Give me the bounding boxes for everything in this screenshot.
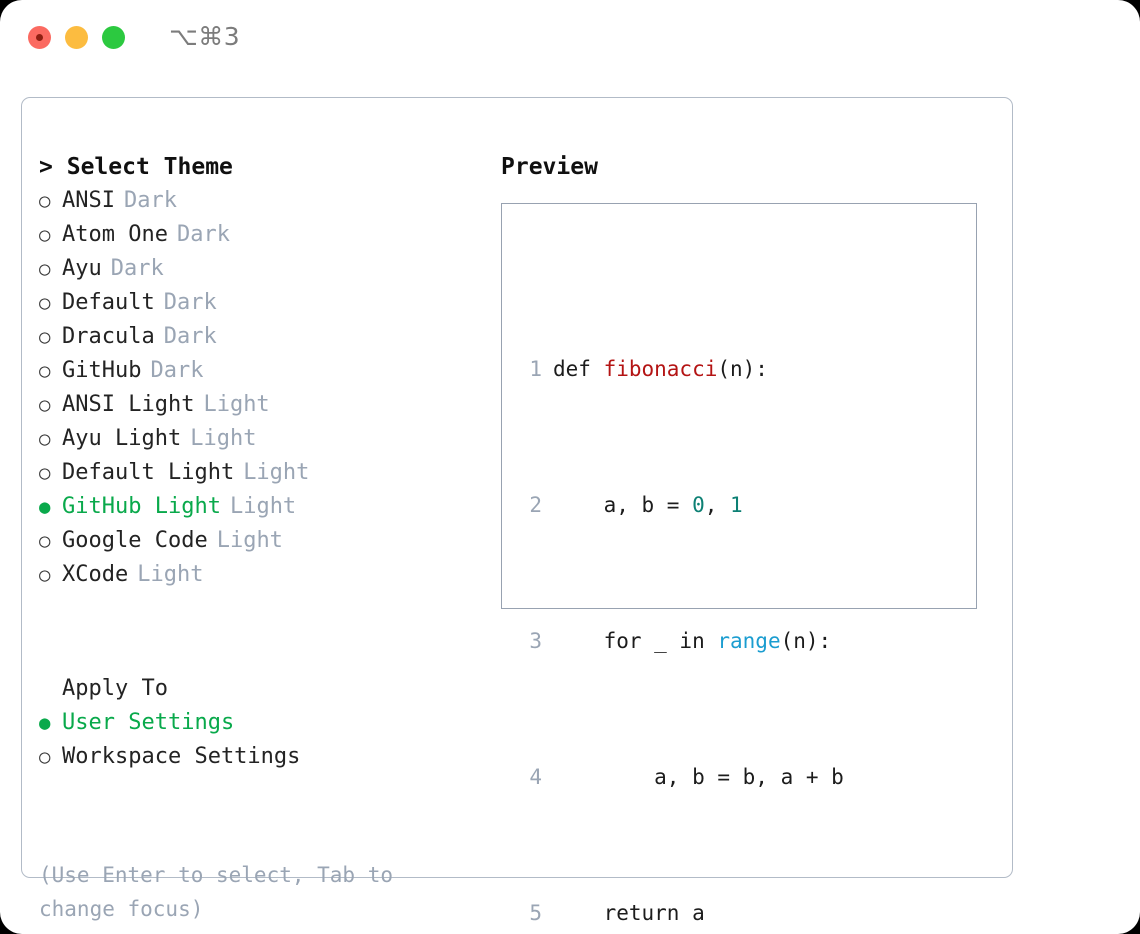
code-line: 1 def fibonacci(n): (516, 352, 976, 386)
theme-option-badge: Dark (163, 290, 217, 315)
line-number: 3 (529, 629, 542, 653)
theme-option-label: Ayu (62, 256, 102, 281)
theme-option-badge: Light (229, 494, 297, 519)
theme-option-label: Default Light (62, 460, 235, 485)
apply-to-option-label: Workspace Settings (62, 744, 301, 769)
theme-option-label: Atom One (62, 222, 168, 247)
window-shortcut-label: ⌥⌘3 (169, 22, 241, 51)
theme-option-dracula[interactable]: ○ Dracula Dark (39, 320, 489, 354)
theme-option-label: XCode (62, 562, 129, 587)
theme-option-badge: Dark (176, 222, 230, 247)
theme-option-label: ANSI (62, 188, 115, 213)
code-token: a, b = b, a + b (553, 765, 844, 789)
radio-selected-icon[interactable]: ● (39, 712, 51, 734)
radio-selected-icon[interactable]: ● (39, 496, 51, 518)
theme-option-github-light[interactable]: ● GitHub Light Light (39, 490, 489, 524)
theme-option-badge: Light (203, 392, 270, 417)
theme-option-ayu-light[interactable]: ○ Ayu Light Light (39, 422, 489, 456)
theme-option-label: GitHub Light (62, 494, 221, 519)
theme-option-atom-one[interactable]: ○ Atom One Dark (39, 218, 489, 252)
code-token: (n): (717, 357, 768, 381)
theme-option-badge: Dark (110, 256, 164, 281)
title-bar: ⌥⌘3 (0, 0, 1140, 76)
code-token-call: range (717, 629, 781, 653)
apply-to-title: Apply To (39, 672, 489, 706)
keyboard-help-text: (Use Enter to select, Tab to change focu… (39, 863, 394, 921)
radio-icon[interactable]: ○ (39, 564, 51, 586)
line-number: 5 (529, 901, 542, 925)
code-line: 5 return a (516, 896, 976, 930)
minimize-window-button[interactable] (65, 26, 88, 49)
theme-option-badge: Light (243, 460, 310, 485)
theme-option-default-light[interactable]: ○ Default Light Light (39, 456, 489, 490)
theme-option-label: Google Code (62, 528, 208, 553)
radio-icon[interactable]: ○ (39, 394, 51, 416)
line-number: 2 (529, 493, 542, 517)
theme-picker-title-text: Select Theme (66, 154, 233, 180)
code-token-function: fibonacci (603, 357, 718, 381)
theme-option-label: GitHub (62, 358, 142, 383)
theme-option-badge: Light (190, 426, 257, 451)
radio-icon[interactable]: ○ (39, 292, 51, 314)
code-token: , (704, 493, 731, 517)
radio-icon[interactable]: ○ (39, 462, 51, 484)
line-number: 4 (529, 765, 542, 789)
theme-option-badge: Dark (123, 188, 177, 213)
main-card: > Select Theme ○ ANSI Dark ○ Atom One Da… (21, 97, 1013, 925)
code-token-number: 1 (730, 493, 743, 517)
traffic-light-group (28, 26, 125, 49)
code-line: 4 a, b = b, a + b (516, 760, 976, 794)
preview-title: Preview (501, 154, 598, 180)
theme-option-label: Default (62, 290, 155, 315)
preview-pane: Preview (501, 150, 996, 184)
apply-to-pane: Apply To ● User Settings ○ Workspace Set… (39, 672, 489, 774)
code-line: 2 a, b = 0, 1 (516, 488, 976, 522)
apply-to-option-workspace-settings[interactable]: ○ Workspace Settings (39, 740, 489, 774)
theme-option-label: Dracula (62, 324, 155, 349)
apply-to-option-label: User Settings (62, 710, 235, 735)
theme-option-label: ANSI Light (62, 392, 195, 417)
code-line: 3 for _ in range(n): (516, 624, 976, 658)
theme-option-ansi[interactable]: ○ ANSI Dark (39, 184, 489, 218)
theme-picker-title-marker: > (39, 154, 53, 180)
maximize-window-button[interactable] (102, 26, 125, 49)
radio-icon[interactable]: ○ (39, 530, 51, 552)
code-token: (n): (780, 629, 832, 653)
theme-option-google-code[interactable]: ○ Google Code Light (39, 524, 489, 558)
theme-option-xcode[interactable]: ○ XCode Light (39, 558, 489, 592)
theme-option-ayu[interactable]: ○ Ayu Dark (39, 252, 489, 286)
radio-icon[interactable]: ○ (39, 224, 51, 246)
theme-option-label: Ayu Light (62, 426, 182, 451)
close-window-button[interactable] (28, 26, 51, 49)
code-token: a, b = (553, 493, 693, 517)
theme-option-badge: Dark (150, 358, 204, 383)
radio-icon[interactable]: ○ (39, 258, 51, 280)
code-token: for _ in (553, 629, 718, 653)
theme-option-badge: Light (216, 528, 283, 553)
radio-icon[interactable]: ○ (39, 746, 51, 768)
line-number: 1 (529, 357, 542, 381)
apply-to-option-user-settings[interactable]: ● User Settings (39, 706, 489, 740)
theme-option-badge: Light (137, 562, 204, 587)
code-token: def (553, 357, 604, 381)
code-token: return a (553, 901, 705, 925)
radio-icon[interactable]: ○ (39, 360, 51, 382)
radio-icon[interactable]: ○ (39, 326, 51, 348)
theme-picker-title: > Select Theme (39, 150, 489, 184)
theme-option-github[interactable]: ○ GitHub Dark (39, 354, 489, 388)
theme-option-default[interactable]: ○ Default Dark (39, 286, 489, 320)
theme-option-badge: Dark (163, 324, 217, 349)
code-token-number: 0 (692, 493, 705, 517)
theme-option-ansi-light[interactable]: ○ ANSI Light Light (39, 388, 489, 422)
radio-icon[interactable]: ○ (39, 428, 51, 450)
apply-to-title-text: Apply To (62, 676, 168, 701)
theme-picker-pane: > Select Theme ○ ANSI Dark ○ Atom One Da… (39, 150, 489, 592)
radio-icon[interactable]: ○ (39, 190, 51, 212)
